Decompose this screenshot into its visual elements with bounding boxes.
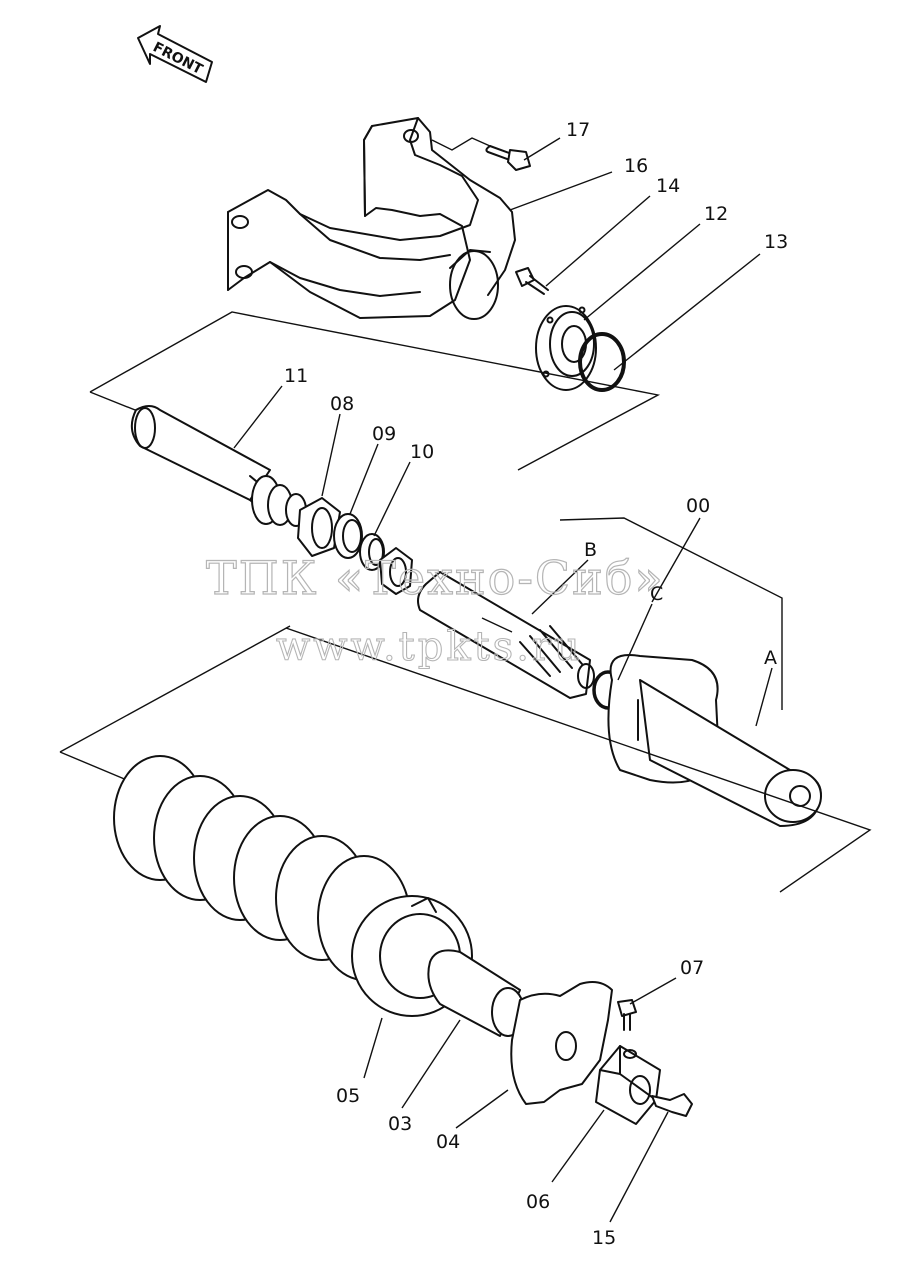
- callout-17: 17: [566, 119, 590, 141]
- spacer-part-03: [427, 949, 525, 1037]
- rod-part-b: [417, 571, 595, 699]
- callout-00: 00: [686, 495, 710, 517]
- ring-part-10: [359, 533, 385, 571]
- plate-part-04: [510, 981, 613, 1105]
- callout-06: 06: [526, 1191, 550, 1213]
- ring-part-09: [333, 513, 363, 559]
- callout-08: 08: [330, 393, 354, 415]
- grease-fitting-part-15: [651, 1093, 693, 1117]
- cylinder-part-a: [607, 654, 822, 827]
- callout-13: 13: [764, 231, 788, 253]
- spring-seat-part-10b: [379, 547, 413, 595]
- callout-a: A: [764, 647, 777, 669]
- rod-part-11: [130, 405, 307, 527]
- callout-11: 11: [284, 365, 308, 387]
- group-boundary-middle: [285, 517, 872, 893]
- callout-16: 16: [624, 155, 648, 177]
- callout-07: 07: [680, 957, 704, 979]
- callout-labels: 17 16 14 12 13 11 08 09 10 00 B C A 07 0…: [284, 119, 788, 1249]
- watermark-line-1: ТПК «Техно-Сиб»: [206, 551, 665, 605]
- bolt-part-07: [617, 999, 637, 1031]
- callout-14: 14: [656, 175, 680, 197]
- bolt-part-14: [515, 267, 549, 295]
- callout-b: B: [584, 539, 597, 561]
- seal-part-08: [297, 497, 341, 557]
- bolt-part-17: [431, 137, 531, 171]
- callout-15: 15: [592, 1227, 616, 1249]
- callout-c: C: [650, 583, 663, 605]
- leader-lines: [233, 137, 773, 1223]
- callout-03: 03: [388, 1113, 412, 1135]
- callout-12: 12: [704, 203, 728, 225]
- front-arrow-icon: FRONT: [137, 25, 213, 83]
- watermark-line-2: www.tpkts.ru: [276, 624, 583, 670]
- callout-09: 09: [372, 423, 396, 445]
- callout-05: 05: [336, 1085, 360, 1107]
- spring-part-05: [113, 755, 473, 1017]
- nut-block-part-06: [595, 1045, 661, 1125]
- bracket-part-16: [227, 117, 516, 320]
- watermark: ТПК «Техно-Сиб» www.tpkts.ru: [205, 550, 665, 670]
- callout-04: 04: [436, 1131, 460, 1153]
- callout-10: 10: [410, 441, 434, 463]
